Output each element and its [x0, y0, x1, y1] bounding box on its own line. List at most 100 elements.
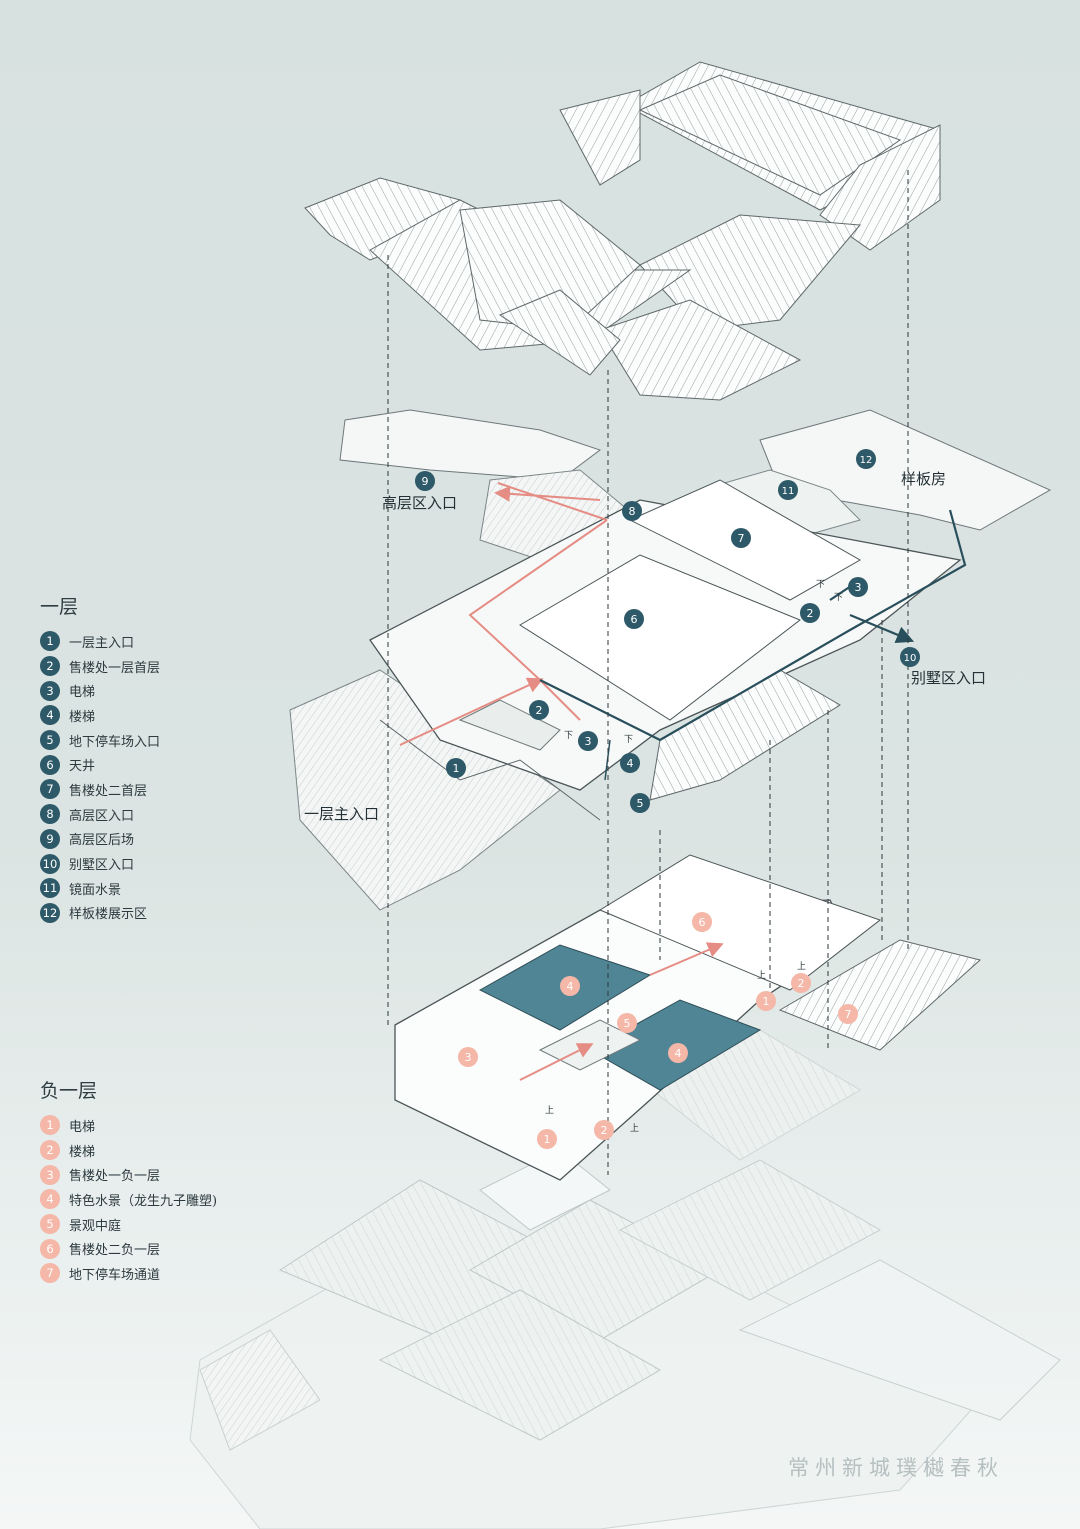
svg-text:5: 5: [624, 1017, 631, 1030]
svg-text:2: 2: [536, 704, 543, 717]
svg-text:5: 5: [637, 797, 644, 810]
svg-text:2: 2: [807, 607, 814, 620]
legend-badge: 3: [40, 680, 60, 701]
projection-lines: [387, 170, 909, 1175]
up-marker: 上: [545, 1105, 554, 1116]
legend-badge: 6: [40, 1238, 60, 1259]
legend-label: 高层区后场: [69, 833, 135, 849]
legend-badge: 7: [40, 1263, 60, 1284]
ground-marker-3b: 3: [848, 577, 868, 597]
svg-text:1: 1: [544, 1133, 551, 1146]
legend-badge: 8: [40, 804, 60, 825]
down-marker: 下: [624, 735, 633, 745]
svg-text:3: 3: [855, 581, 862, 594]
ground-marker-8: 8: [622, 501, 642, 521]
legend-badge: 2: [40, 656, 60, 677]
ground-marker-1: 1: [446, 758, 466, 778]
legend-label: 特色水景（龙生九子雕塑): [69, 1193, 218, 1209]
basement-marker-5: 5: [617, 1013, 637, 1033]
legend-badge: 1: [40, 631, 60, 652]
high-rise-entrance-label: 高层区入口: [382, 494, 458, 512]
ground-floor-markers: 1 2 2 3 3 4 5 6 7 8 9 10 11 12 下 下 下 下: [415, 449, 920, 813]
ground-marker-2: 2: [529, 700, 549, 720]
ground-marker-9: 9: [415, 471, 435, 491]
svg-text:3: 3: [585, 735, 592, 748]
legend-basement-title: 负一层: [40, 1080, 98, 1102]
ground-marker-10: 10: [900, 647, 920, 667]
legend-label: 景观中庭: [69, 1218, 122, 1234]
svg-text:7: 7: [845, 1008, 852, 1021]
legend-ground-title: 一层: [40, 596, 79, 618]
up-marker: 上: [630, 1123, 639, 1134]
svg-text:2: 2: [601, 1124, 608, 1137]
legend-item: 8 高层区入口: [40, 802, 160, 827]
basement-marker-6: 6: [692, 912, 712, 932]
legend-badge: 4: [40, 705, 60, 726]
svg-text:11: 11: [782, 486, 795, 497]
legend-label: 电梯: [69, 1119, 96, 1135]
svg-text:9: 9: [422, 475, 429, 488]
legend-item: 11 镜面水景: [40, 876, 160, 901]
legend-badge: 11: [40, 878, 60, 899]
legend-label: 地下停车场通道: [69, 1267, 161, 1283]
legend-label: 楼梯: [69, 1144, 96, 1160]
up-marker: 上: [797, 961, 806, 972]
legend-item: 2 售楼处一层首层: [40, 654, 160, 679]
legend-item: 7 地下停车场通道: [40, 1261, 217, 1286]
legend-badge: 10: [40, 853, 60, 874]
legend-badge: 6: [40, 754, 60, 775]
legend-item: 4 楼梯: [40, 703, 160, 728]
legend-item: 5 地下停车场入口: [40, 728, 160, 753]
legend-label: 售楼处一层首层: [69, 660, 161, 676]
legend-label: 售楼处二负一层: [69, 1243, 161, 1259]
svg-text:12: 12: [860, 455, 873, 466]
ground-marker-6: 6: [624, 609, 644, 629]
legend-item: 5 景观中庭: [40, 1212, 217, 1237]
villa-entrance-label: 别墅区入口: [911, 669, 987, 687]
svg-text:3: 3: [465, 1051, 472, 1064]
up-marker: 上: [757, 970, 766, 981]
ground-marker-12: 12: [856, 449, 876, 469]
basement-marker-4b: 4: [668, 1043, 688, 1063]
legend-item: 6 售楼处二负一层: [40, 1236, 217, 1261]
ground-marker-2b: 2: [800, 603, 820, 623]
sample-room-label: 样板房: [901, 470, 947, 488]
down-marker: 下: [816, 580, 825, 590]
basement-marker-4: 4: [560, 976, 580, 996]
legend-label: 地下停车场入口: [69, 734, 161, 750]
roof-layer: [304, 61, 941, 401]
basement-markers: 1 2 1 2 3 4 4 5 6 7 上 上 上 上: [458, 912, 858, 1149]
legend-label: 楼梯: [69, 709, 96, 725]
svg-text:4: 4: [627, 757, 634, 770]
basement-marker-3: 3: [458, 1047, 478, 1067]
legend-badge: 9: [40, 828, 60, 849]
svg-text:4: 4: [567, 980, 574, 993]
down-marker: 下: [834, 593, 843, 603]
svg-text:1: 1: [453, 762, 460, 775]
legend-label: 样板楼展示区: [69, 907, 148, 923]
basement-marker-1: 1: [756, 991, 776, 1011]
basement-marker-2: 2: [791, 973, 811, 993]
svg-text:8: 8: [629, 505, 636, 518]
legend-badge: 5: [40, 730, 60, 751]
legend-label: 高层区入口: [69, 808, 135, 824]
basement-marker-7: 7: [838, 1004, 858, 1024]
legend-label: 镜面水景: [69, 882, 122, 898]
legend-badge: 7: [40, 779, 60, 800]
down-marker: 下: [564, 731, 573, 741]
watermark: 常州新城璞樾春秋: [788, 1456, 1004, 1480]
ground-marker-11: 11: [778, 480, 798, 500]
legend-badge: 5: [40, 1214, 60, 1235]
svg-text:7: 7: [738, 532, 745, 545]
assembled-building-ghost: [189, 1029, 1061, 1529]
svg-text:10: 10: [904, 653, 917, 664]
legend-label: 售楼处一负一层: [69, 1169, 161, 1185]
